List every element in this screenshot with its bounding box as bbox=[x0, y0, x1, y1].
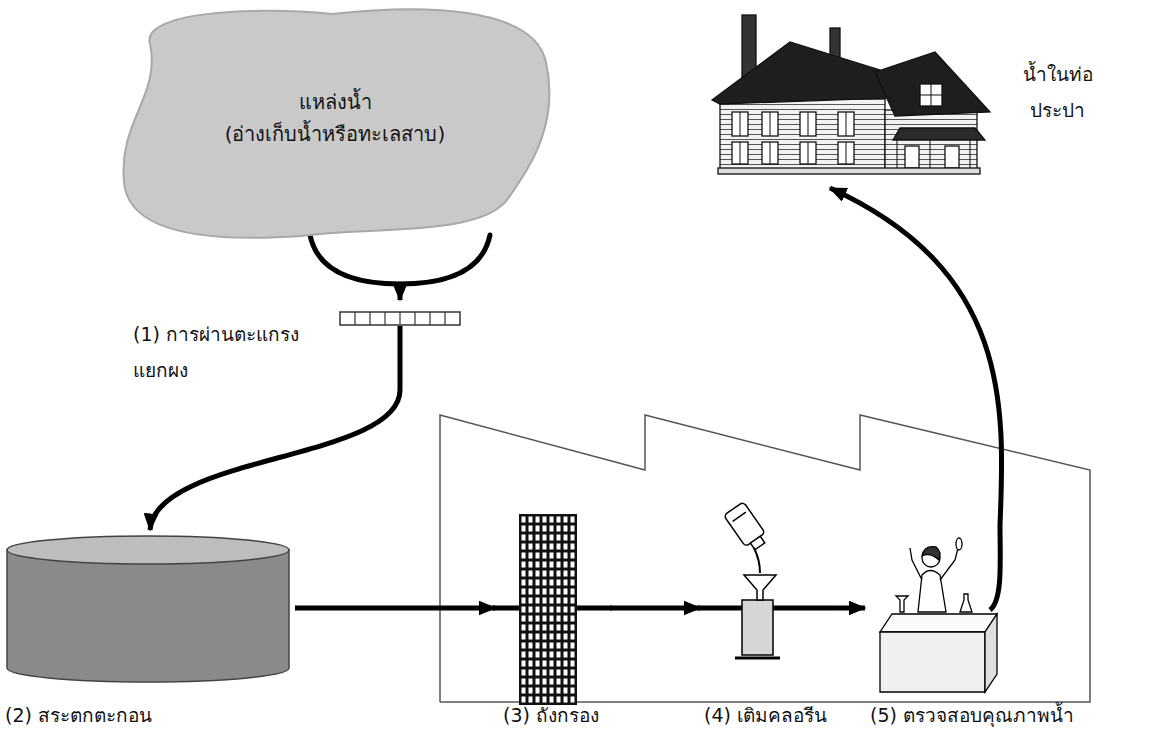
flow-arrow bbox=[837, 608, 865, 609]
step-label: น้ำในท่อ ประปา bbox=[1005, 56, 1110, 128]
chlorine-step: (4) เติมคลอรีน bbox=[700, 495, 837, 734]
flow-arrow bbox=[830, 188, 1002, 525]
flow-arrow bbox=[310, 235, 490, 300]
flow-branch bbox=[400, 235, 490, 284]
quality-check-step: (5) ตรวจสอบคุณภาพน้ำ bbox=[865, 525, 1150, 734]
tank-cylinder bbox=[7, 536, 289, 682]
flow-arrow bbox=[610, 608, 700, 609]
step-label: แหล่งน้ำ bbox=[120, 87, 550, 117]
flow-arrow bbox=[295, 608, 495, 609]
step-label: (5) ตรวจสอบคุณภาพน้ำ bbox=[870, 700, 1074, 730]
step-label: (2) สระตกตะกอน bbox=[5, 700, 152, 730]
filter-step: (3) ถังกรอง bbox=[495, 505, 610, 734]
filter-grid bbox=[520, 515, 576, 704]
step-label: (3) ถังกรอง bbox=[503, 700, 599, 730]
screen-grid bbox=[340, 312, 460, 390]
lab-technician bbox=[880, 525, 1000, 692]
flow-line bbox=[610, 606, 700, 611]
flow-line bbox=[837, 606, 865, 611]
sedimentation-step: (2) สระตกตะกอน bbox=[5, 530, 295, 734]
step-label: (1) การผ่านตะแกรง แยกผง bbox=[133, 316, 338, 388]
flow-line bbox=[830, 188, 1002, 525]
screening-step: (1) การผ่านตะแกรง แยกผง bbox=[125, 300, 470, 390]
step-label: (อ่างเก็บน้ำหรือทะเลสาบ) bbox=[120, 119, 550, 149]
house-tap-water: น้ำในท่อ ประปา bbox=[700, 8, 1114, 188]
water-source-cloud: แหล่งน้ำ(อ่างเก็บน้ำหรือทะเลสาบ) bbox=[120, 5, 554, 245]
flow-arrow bbox=[150, 390, 400, 530]
chlorine-dosing bbox=[724, 502, 780, 658]
flow-line bbox=[398, 284, 403, 300]
house bbox=[712, 15, 990, 174]
flow-line bbox=[150, 390, 400, 530]
flow-line bbox=[295, 606, 495, 611]
flow-branch bbox=[310, 235, 400, 284]
step-label: (4) เติมคลอรีน bbox=[704, 700, 827, 730]
